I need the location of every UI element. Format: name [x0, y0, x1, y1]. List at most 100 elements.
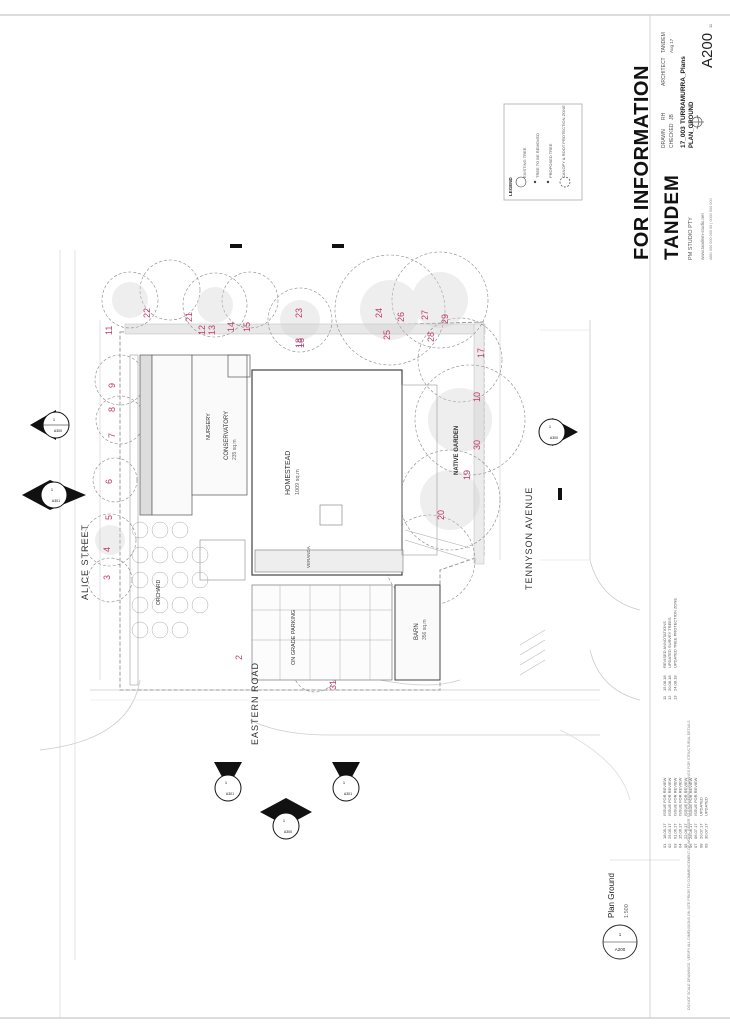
- tree-number: 10: [472, 392, 482, 402]
- tree-number: 28: [426, 332, 436, 342]
- section-marker[interactable]: 1 A301: [22, 480, 86, 510]
- tree-number: 7: [107, 433, 117, 438]
- label-veranda: VERANDA: [306, 546, 311, 568]
- revision-rev: 13: [672, 695, 677, 700]
- revision-desc: ISSUE FOR REVIEW: [688, 777, 693, 816]
- street-eastern: EASTERN ROAD: [250, 662, 260, 745]
- plan-scale: 1:500: [624, 904, 630, 918]
- tree-number: 30: [472, 440, 482, 450]
- tree-number: 9: [107, 383, 117, 388]
- tree-number: 16: [296, 338, 306, 348]
- revision-date: 06.07.17: [693, 823, 698, 839]
- revision-date: 22.06.17: [683, 823, 688, 839]
- section-marker[interactable]: 1 A300: [30, 410, 70, 440]
- tree-number: 12: [197, 325, 207, 335]
- architect-label: ARCHITECT: [661, 57, 667, 86]
- tree-number: 15: [242, 322, 252, 332]
- site-boundary: [119, 321, 485, 691]
- revision-desc: ISSUE FOR REVIEW: [672, 777, 677, 816]
- drawing-number-block: A200 11: [699, 23, 716, 68]
- svg-text:A301: A301: [52, 499, 60, 503]
- checked-value: JB: [669, 114, 675, 121]
- section-marker[interactable]: 1 A300: [538, 418, 578, 446]
- orchard-trees: [131, 521, 209, 639]
- proposed-tree-icon: [546, 180, 550, 184]
- architect-value: TANDEM: [661, 32, 667, 53]
- drawn-value: RH: [661, 112, 667, 120]
- svg-text:1: 1: [343, 780, 346, 785]
- tree-number: 31: [328, 680, 338, 690]
- svg-text:A300: A300: [54, 429, 62, 433]
- tree-number: 29: [440, 314, 450, 324]
- tree-number: 27: [420, 310, 430, 320]
- label-conservatory: CONSERVATORY: [224, 411, 230, 460]
- revision-date: 01.06.17: [672, 823, 677, 839]
- boundary-wall: [124, 323, 486, 335]
- title-block: FOR INFORMATION TANDEM PM STUDIO PTY www…: [631, 65, 713, 260]
- canopy-zone-icon: [559, 176, 571, 188]
- revision-date: 15.06.17: [678, 823, 683, 839]
- label-native-garden: NATIVE GARDEN: [454, 426, 460, 475]
- for-information-heading: FOR INFORMATION: [631, 65, 653, 260]
- street-tennyson: TENNYSON AVENUE: [524, 487, 534, 590]
- revision-desc: ISSUE FOR REVIEW: [683, 777, 688, 816]
- tree-number: 25: [382, 330, 392, 340]
- revision-rev: 05: [683, 843, 688, 848]
- tree-number: 11: [104, 326, 114, 335]
- revision-desc: UPDATED SURVEY TREES: [667, 617, 672, 668]
- stair-core: [319, 504, 343, 526]
- label-nursery: NURSERY: [206, 413, 212, 440]
- drawing-number: A200: [699, 33, 716, 68]
- legend-box: [503, 103, 583, 201]
- svg-text:A301: A301: [344, 792, 352, 796]
- label-orchard: ORCHARD: [156, 579, 162, 605]
- street-alice: ALICE STREET: [80, 524, 90, 600]
- native-garden-bed: [401, 384, 438, 556]
- revision-rev: 12: [667, 695, 672, 700]
- tree-number: 8: [107, 407, 117, 412]
- revision-date: 24.08.18: [672, 675, 677, 691]
- company-website: www.tandem-studio.net: [700, 212, 705, 260]
- revision-desc: UPDATED TREE PROTECTION ZONE: [672, 598, 677, 668]
- drawing-info: DRAWN RH CHECKED JB ARCHITECT TANDEM Aug…: [661, 32, 695, 148]
- svg-text:1: 1: [619, 932, 622, 937]
- svg-text:A200: A200: [615, 947, 626, 952]
- revision-desc: ISSUE FOR REVIEW: [678, 777, 683, 816]
- section-marker[interactable]: 1 A301: [332, 762, 360, 802]
- tree-number: 21: [184, 312, 194, 322]
- tree-number: 23: [294, 308, 304, 318]
- revision-date: 15.08.18: [662, 675, 667, 691]
- revision-desc: ISSUE FOR REVIEW: [693, 777, 698, 816]
- stair-north: [227, 354, 251, 378]
- tree-number: 4: [102, 547, 112, 552]
- svg-text:1: 1: [53, 417, 56, 422]
- revision-rev: 07: [693, 843, 698, 848]
- section-marker[interactable]: 1 A301: [214, 762, 242, 802]
- veranda: [254, 549, 404, 573]
- legend-item-proposed: PROPOSED TREE: [548, 143, 553, 178]
- tree-number: 3: [102, 575, 112, 580]
- svg-text:A301: A301: [226, 792, 234, 796]
- section-marker[interactable]: 1 A300: [260, 798, 312, 840]
- tree-number: 13: [207, 325, 217, 335]
- svg-text:1: 1: [51, 487, 54, 492]
- legend-item-canopy: CANOPY & ROOT PROTECTION ZONE: [561, 105, 566, 178]
- revision-date: 25.05.17: [667, 823, 672, 839]
- tree-removed-icon: [533, 180, 537, 184]
- parking-area: [251, 584, 393, 681]
- barn-building: [394, 584, 441, 681]
- area-barn: 356 sq.m: [422, 619, 428, 640]
- utility-room: [199, 539, 246, 581]
- drawing-ref: 17_003: [680, 126, 687, 148]
- company-info: ABN 000 000 000 00 | 0000 000 000: [709, 198, 713, 260]
- company-logo: TANDEM: [662, 174, 683, 260]
- tree-number: 26: [396, 312, 406, 322]
- revision-rev: 06: [688, 843, 693, 848]
- parking-bays: [252, 585, 392, 680]
- tree-number: 18: [294, 338, 304, 348]
- tree-number: 14: [226, 322, 236, 332]
- drawing-subtitle: PLAN_GROUND: [689, 101, 695, 148]
